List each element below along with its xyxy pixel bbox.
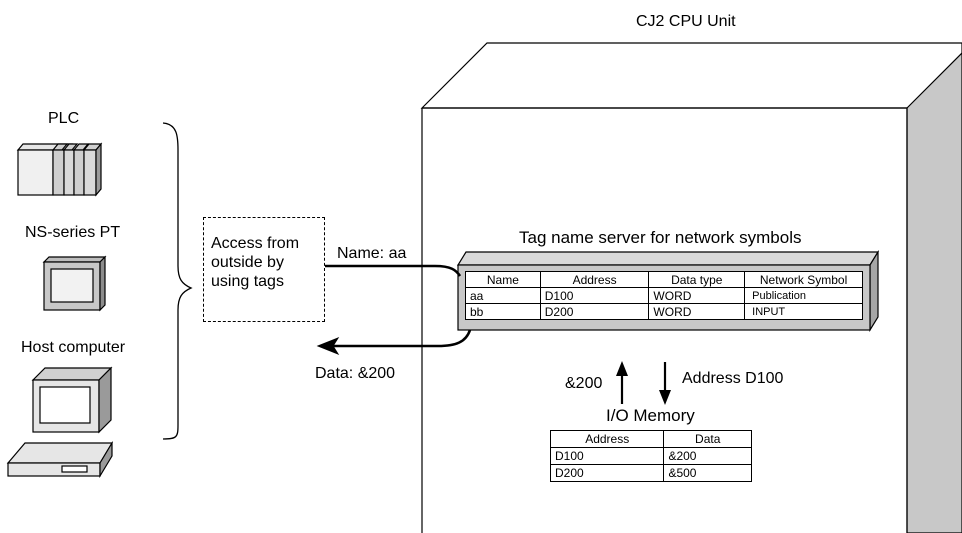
tag-cell: WORD bbox=[648, 287, 746, 304]
table-row: bb D200 WORD INPUT bbox=[465, 303, 863, 320]
io-memory-table: Address Data D100 &200 D200 &500 bbox=[549, 430, 752, 482]
up-arrowhead bbox=[616, 361, 628, 376]
name-request-line bbox=[325, 264, 462, 277]
mem-table-header-row: Address Data bbox=[549, 430, 752, 448]
tag-col-data-type: Data type bbox=[648, 271, 746, 288]
access-callout: Access from outside by using tags bbox=[203, 217, 325, 322]
tag-col-address: Address bbox=[539, 271, 650, 288]
mem-cell: D200 bbox=[549, 464, 665, 482]
tag-col-name: Name bbox=[465, 271, 541, 288]
io-memory-title: I/O Memory bbox=[606, 406, 695, 425]
tag-cell: Publication bbox=[744, 287, 863, 304]
pt-icon bbox=[42, 255, 107, 312]
mem-col-data: Data bbox=[663, 430, 752, 448]
down-arrow-label: Address D100 bbox=[682, 370, 784, 387]
grouping-brace bbox=[162, 122, 193, 440]
pt-label: NS-series PT bbox=[25, 224, 121, 241]
table-row: D100 &200 bbox=[549, 447, 752, 465]
down-arrowhead bbox=[659, 390, 671, 405]
tag-col-network-symbol: Network Symbol bbox=[744, 271, 863, 288]
up-arrow-label: &200 bbox=[565, 375, 603, 392]
callout-line-1: Access from bbox=[211, 235, 300, 252]
callout-line-2: outside by bbox=[211, 254, 284, 271]
tag-table-header-row: Name Address Data type Network Symbol bbox=[465, 271, 863, 288]
host-computer-label: Host computer bbox=[21, 339, 126, 356]
host-computer-icon bbox=[6, 366, 114, 479]
tag-cell: D200 bbox=[539, 303, 650, 320]
tag-server-title: Tag name server for network symbols bbox=[519, 228, 802, 247]
tag-cell: INPUT bbox=[744, 303, 863, 320]
data-response-label: Data: &200 bbox=[315, 365, 396, 382]
plc-label: PLC bbox=[48, 110, 80, 127]
callout-line-3: using tags bbox=[211, 273, 284, 290]
tag-server-table: Name Address Data type Network Symbol aa… bbox=[465, 271, 863, 320]
mem-col-address: Address bbox=[549, 430, 665, 448]
data-response-line bbox=[330, 329, 472, 348]
tag-cell: WORD bbox=[648, 303, 746, 320]
cpu-unit-title: CJ2 CPU Unit bbox=[636, 13, 736, 30]
cpu-unit-box bbox=[420, 42, 962, 533]
tag-cell: bb bbox=[465, 303, 541, 320]
tag-cell: aa bbox=[465, 287, 541, 304]
mem-cell: &200 bbox=[663, 447, 752, 465]
plc-icon bbox=[16, 142, 103, 197]
mem-cell: D100 bbox=[549, 447, 665, 465]
data-response-arrowhead bbox=[316, 336, 340, 356]
table-row: aa D100 WORD Publication bbox=[465, 287, 863, 304]
tag-cell: D100 bbox=[539, 287, 650, 304]
table-row: D200 &500 bbox=[549, 464, 752, 482]
mem-cell: &500 bbox=[663, 464, 752, 482]
name-request-label: Name: aa bbox=[337, 245, 407, 262]
